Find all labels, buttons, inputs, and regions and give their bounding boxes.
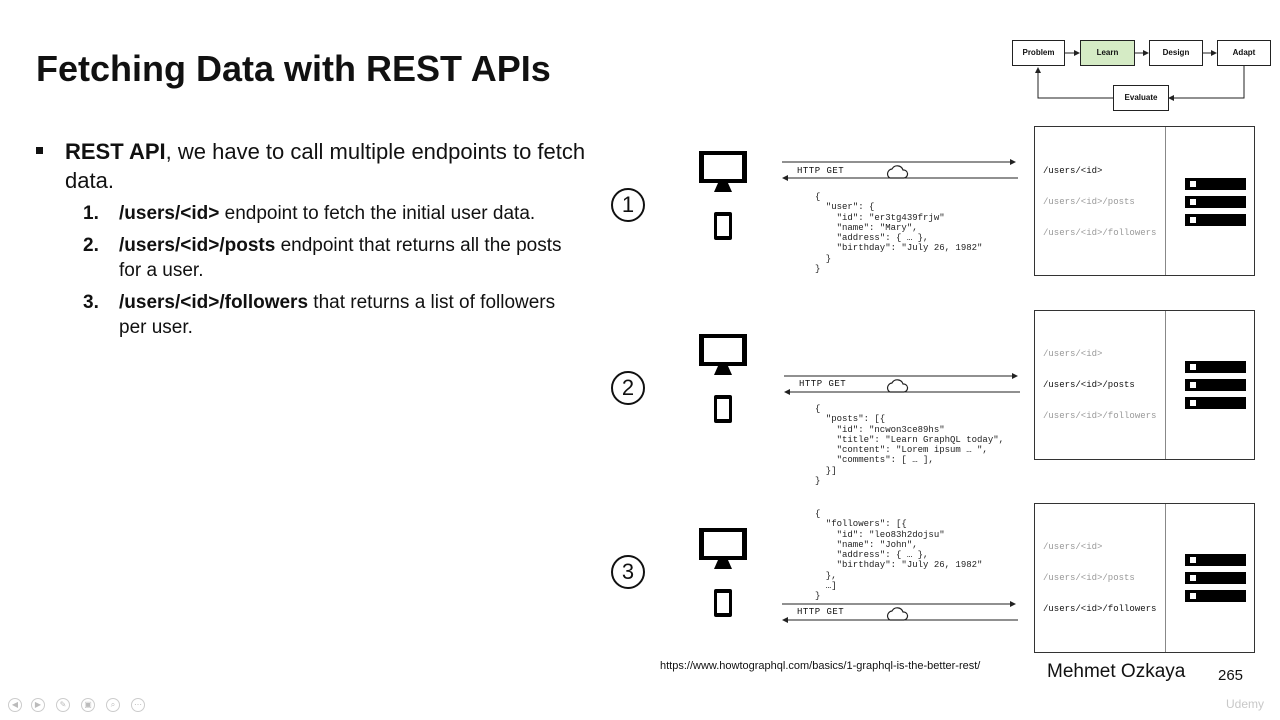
author-name: Mehmet Ozkaya xyxy=(1047,661,1186,682)
request-arrows xyxy=(782,159,1018,181)
list-item: 1. /users/<id> endpoint to fetch the ini… xyxy=(83,201,563,226)
route-label: /users/<id> xyxy=(1043,349,1103,359)
http-get-label: HTTP GET xyxy=(797,166,845,176)
flow-box-design: Design xyxy=(1149,40,1203,66)
route-label: /users/<id> xyxy=(1043,542,1103,552)
more-options-icon[interactable]: ⋯ xyxy=(131,698,145,712)
page-number: 265 xyxy=(1218,667,1244,684)
route-label: /users/<id>/posts xyxy=(1043,380,1135,390)
route-label: /users/<id>/posts xyxy=(1043,573,1135,583)
request-arrows xyxy=(782,601,1018,623)
bullet-bold: REST API xyxy=(65,139,166,164)
server-icon xyxy=(1185,178,1246,190)
slides-icon[interactable]: ▣ xyxy=(81,698,95,712)
list-item-text: endpoint that returns all the posts for … xyxy=(119,235,562,281)
json-response: { "user": { "id": "er3tg439frjw" "name":… xyxy=(815,192,983,275)
server-icon xyxy=(1185,590,1246,602)
request-arrows xyxy=(784,373,1020,395)
server-icon xyxy=(1185,397,1246,409)
route-label: /users/<id>/followers xyxy=(1043,604,1157,614)
panel-divider xyxy=(1165,127,1166,275)
server-icon xyxy=(1185,572,1246,584)
client-devices-icon xyxy=(699,528,747,617)
list-item-endpoint: /users/<id>/followers xyxy=(119,292,309,313)
flow-box-problem: Problem xyxy=(1012,40,1065,66)
server-panel: /users/<id> /users/<id>/posts /users/<id… xyxy=(1034,310,1255,460)
list-item-endpoint: /users/<id>/posts xyxy=(119,235,276,256)
list-item-number: 3. xyxy=(83,292,99,313)
list-item-text: endpoint to fetch the initial user data. xyxy=(219,203,536,224)
client-devices-icon xyxy=(699,151,747,240)
bullet-marker xyxy=(36,147,43,154)
udemy-watermark: Udemy xyxy=(1226,697,1265,711)
source-link[interactable]: https://www.howtographql.com/basics/1-gr… xyxy=(660,660,981,672)
bullet-text: , we have to call multiple endpoints to … xyxy=(65,139,586,193)
server-icon xyxy=(1185,214,1246,226)
panel-divider xyxy=(1165,504,1166,652)
server-icon xyxy=(1185,361,1246,373)
json-response: { "posts": [{ "id": "ncwon3ce89hs" "titl… xyxy=(815,404,1005,487)
list-item-endpoint: /users/<id> xyxy=(119,203,220,224)
list-item-number: 1. xyxy=(83,203,99,224)
learning-flow-diagram: Problem Learn Design Adapt Evaluate xyxy=(1010,38,1272,116)
server-panel: /users/<id> /users/<id>/posts /users/<id… xyxy=(1034,503,1255,653)
server-icon xyxy=(1185,196,1246,208)
prev-slide-icon[interactable]: ◀ xyxy=(8,698,22,712)
server-icon xyxy=(1185,379,1246,391)
flow-box-learn: Learn xyxy=(1080,40,1135,66)
main-bullet: REST API, we have to call multiple endpo… xyxy=(36,137,596,195)
flow-box-evaluate: Evaluate xyxy=(1113,85,1169,111)
server-panel: /users/<id> /users/<id>/posts /users/<id… xyxy=(1034,126,1255,276)
list-item-text: that returns a list of followers per use… xyxy=(119,292,556,338)
list-item: 3. /users/<id>/followers that returns a … xyxy=(83,290,563,340)
zoom-icon[interactable]: ⌕ xyxy=(106,698,120,712)
http-get-label: HTTP GET xyxy=(797,607,845,617)
step-number: 3 xyxy=(611,555,645,589)
flow-arrows xyxy=(1035,50,1245,101)
route-label: /users/<id>/posts xyxy=(1043,197,1135,207)
step-number: 2 xyxy=(611,371,645,405)
server-icon xyxy=(1185,554,1246,566)
flow-box-adapt: Adapt xyxy=(1217,40,1271,66)
step-number: 1 xyxy=(611,188,645,222)
list-item: 2. /users/<id>/posts endpoint that retur… xyxy=(83,233,563,283)
client-devices-icon xyxy=(699,334,747,423)
route-label: /users/<id>/followers xyxy=(1043,228,1157,238)
slide-title: Fetching Data with REST APIs xyxy=(36,48,551,89)
json-response: { "followers": [{ "id": "leo83h2dojsu" "… xyxy=(815,509,983,602)
next-slide-icon[interactable]: ▶ xyxy=(31,698,45,712)
route-label: /users/<id> xyxy=(1043,166,1103,176)
http-get-label: HTTP GET xyxy=(799,379,847,389)
route-label: /users/<id>/followers xyxy=(1043,411,1157,421)
panel-divider xyxy=(1165,311,1166,459)
list-item-number: 2. xyxy=(83,235,99,256)
pen-icon[interactable]: ✎ xyxy=(56,698,70,712)
